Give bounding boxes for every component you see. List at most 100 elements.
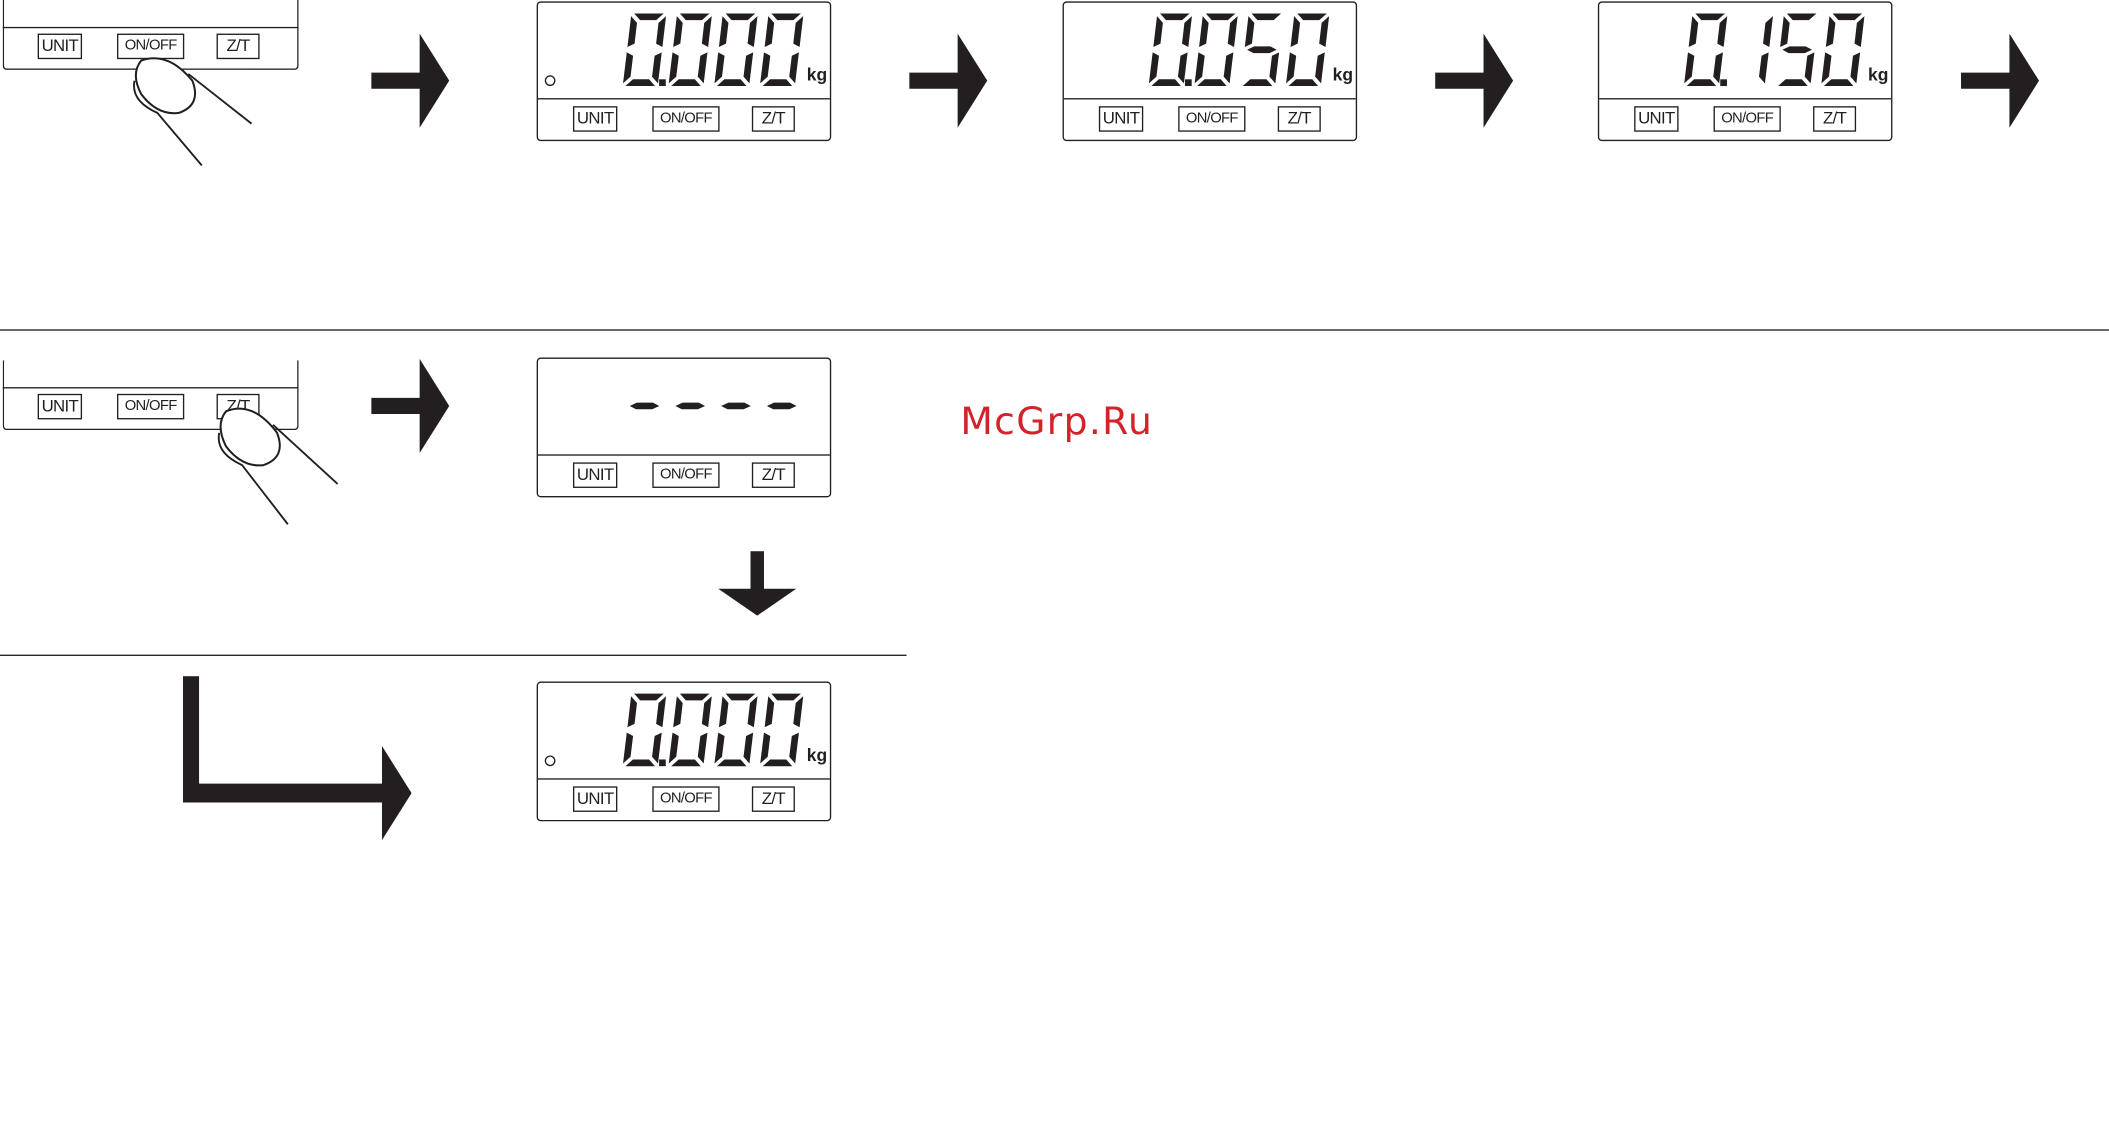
zt-button[interactable]: Z/T — [752, 106, 795, 132]
onoff-button[interactable]: ON/OFF — [652, 106, 719, 132]
lcd-segment — [1787, 13, 1817, 20]
lcd-segment — [760, 733, 770, 764]
onoff-button[interactable]: ON/OFF — [1178, 106, 1245, 132]
lcd-segment — [671, 79, 701, 86]
lcd-decimal-point — [659, 79, 666, 86]
lcd-segment — [1291, 16, 1301, 47]
lcd-segment — [1759, 52, 1769, 83]
lcd-segment — [1269, 52, 1279, 83]
lcd-segment — [1315, 52, 1325, 83]
lcd-segment — [719, 16, 729, 47]
lcd-segment — [627, 16, 637, 47]
lcd-segment — [748, 696, 758, 727]
lcd-segment — [767, 403, 797, 410]
unit-button[interactable]: UNIT — [38, 394, 82, 420]
onoff-button[interactable]: ON/OFF — [117, 394, 184, 420]
lcd-segment — [656, 696, 666, 727]
lcd-digit — [760, 13, 803, 86]
lcd-digit — [1778, 13, 1816, 86]
lcd-segment — [1197, 79, 1227, 86]
unit-button[interactable]: UNIT — [38, 34, 82, 60]
lcd-segment — [717, 79, 747, 86]
display-final: kg UNIT ON/OFF Z/T — [537, 682, 832, 822]
section-divider — [0, 329, 2109, 330]
unit-button[interactable]: UNIT — [573, 106, 617, 132]
lcd-segment — [1695, 13, 1725, 20]
lcd-segment — [623, 52, 633, 83]
zt-button[interactable]: Z/T — [752, 786, 795, 812]
watermark-text: McGrp.Ru — [960, 399, 1153, 443]
lcd-segment — [1149, 52, 1159, 83]
indicator-dot-icon — [545, 755, 556, 766]
lcd-segment — [789, 733, 799, 764]
onoff-button[interactable]: ON/OFF — [652, 462, 719, 488]
lcd-segment — [675, 403, 705, 410]
lcd-decimal-point — [1720, 79, 1727, 86]
lcd-segment — [714, 52, 724, 83]
display-step1: kg UNIT ON/OFF Z/T — [537, 1, 832, 141]
lcd-digit — [675, 403, 705, 410]
display-step2: kg UNIT ON/OFF Z/T — [1063, 1, 1358, 141]
lcd-segment — [1763, 16, 1773, 47]
lcd-segment — [771, 694, 801, 701]
lcd-segment — [1821, 52, 1831, 83]
lcd-segment — [625, 79, 655, 86]
onoff-button[interactable]: ON/OFF — [1714, 106, 1781, 132]
lcd-segment — [744, 52, 754, 83]
lcd-decimal-point — [659, 759, 666, 766]
lcd-digit — [1684, 13, 1727, 86]
lcd-segment — [1689, 16, 1699, 47]
lcd-segment — [1854, 16, 1864, 47]
lcd-decimal-point — [1185, 79, 1192, 86]
onoff-button[interactable]: ON/OFF — [652, 786, 719, 812]
elbow-arrow-icon — [183, 676, 414, 840]
lcd-segment — [1151, 79, 1181, 86]
weight-readout — [617, 688, 805, 774]
unit-button[interactable]: UNIT — [1634, 106, 1678, 132]
lcd-segment — [1206, 13, 1236, 20]
lcd-segment — [634, 694, 664, 701]
arrow-right-icon — [909, 34, 990, 128]
arrow-right-icon — [371, 359, 452, 453]
lcd-segment — [1684, 52, 1694, 83]
lcd-segment — [1826, 16, 1836, 47]
lcd-segment — [721, 403, 751, 410]
lcd-segment — [680, 13, 710, 20]
finger-press-icon — [213, 403, 348, 531]
unit-button[interactable]: UNIT — [1099, 106, 1143, 132]
lcd-segment — [680, 694, 710, 701]
arrow-right-icon — [1435, 34, 1516, 128]
unit-button[interactable]: UNIT — [573, 462, 617, 488]
lcd-segment — [1833, 13, 1863, 20]
lcd-segment — [1805, 52, 1815, 83]
zt-button[interactable]: Z/T — [752, 462, 795, 488]
zt-button[interactable]: Z/T — [1813, 106, 1856, 132]
lcd-digit — [630, 403, 660, 410]
lcd-segment — [652, 733, 662, 764]
unit-symbol: kg — [1333, 65, 1353, 85]
lcd-segment — [673, 16, 683, 47]
lcd-segment — [698, 52, 708, 83]
unit-button[interactable]: UNIT — [573, 786, 617, 812]
lcd-digit — [623, 13, 666, 86]
lcd-segment — [1245, 16, 1255, 47]
lcd-segment — [760, 52, 770, 83]
lcd-digit — [714, 694, 757, 767]
lcd-segment — [765, 696, 775, 727]
lcd-segment — [671, 759, 701, 766]
lcd-digit — [1195, 13, 1238, 86]
lcd-digit — [669, 694, 712, 767]
lcd-segment — [719, 696, 729, 727]
lcd-segment — [1153, 16, 1163, 47]
lcd-segment — [793, 696, 803, 727]
lcd-segment — [765, 16, 775, 47]
lcd-digit — [623, 694, 666, 767]
lcd-digit — [714, 13, 757, 86]
arrow-down-icon — [718, 551, 796, 616]
zt-button[interactable]: Z/T — [1278, 106, 1321, 132]
finger-press-icon — [128, 54, 263, 175]
lcd-digit — [1286, 13, 1329, 86]
lcd-segment — [1824, 79, 1854, 86]
lcd-segment — [652, 52, 662, 83]
